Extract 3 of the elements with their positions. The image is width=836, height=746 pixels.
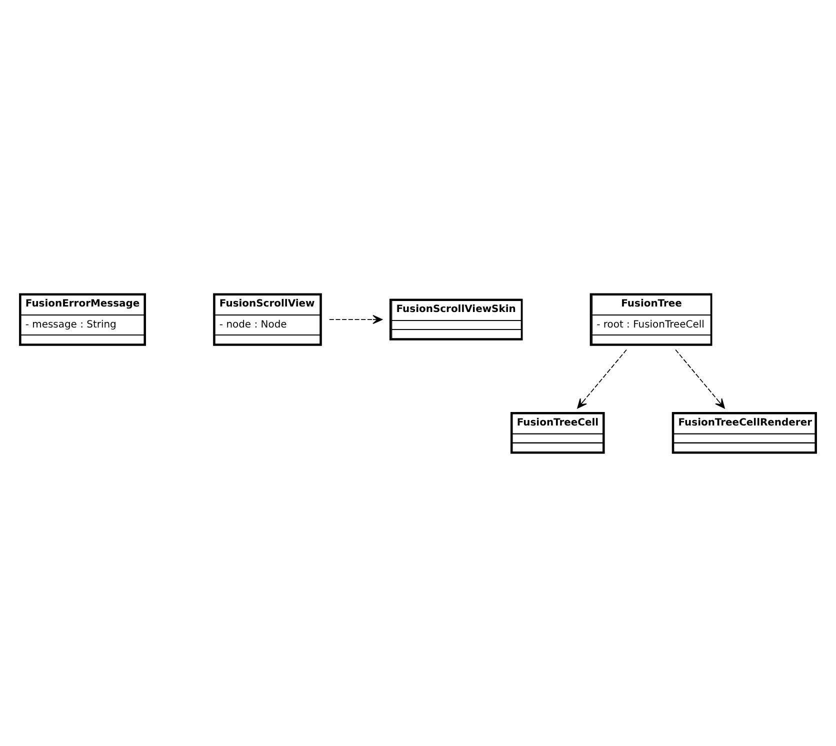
arrow bbox=[675, 348, 725, 408]
arrow bbox=[328, 314, 383, 324]
arrow bbox=[577, 348, 627, 408]
